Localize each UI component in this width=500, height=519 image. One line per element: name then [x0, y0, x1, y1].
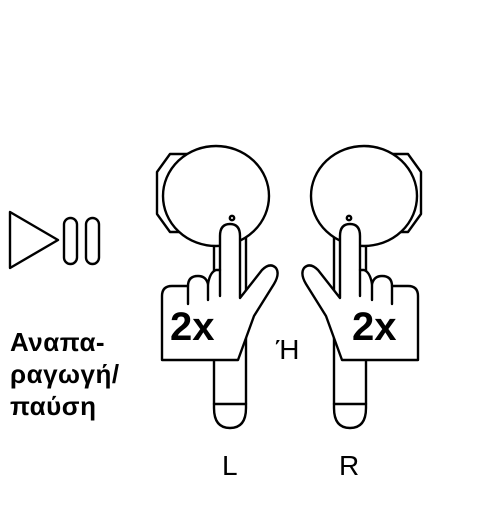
caption-line-2: ραγωγή/ — [10, 359, 120, 389]
left-pointing-hand-icon: 2x — [160, 222, 279, 362]
or-label: Ή — [276, 334, 300, 365]
right-pointing-hand-icon: 2x — [301, 222, 420, 362]
right-earbud-label: R — [339, 450, 360, 481]
play-pause-icon — [8, 210, 101, 270]
caption-line-1: Αναπα- — [10, 327, 106, 357]
left-tap-count: 2x — [170, 305, 215, 349]
right-tap-count: 2x — [352, 305, 397, 349]
caption-line-3: παύση — [10, 391, 97, 421]
action-caption: Αναπα- ραγωγή/ παύση — [10, 326, 160, 422]
left-earbud-label: L — [222, 450, 238, 481]
